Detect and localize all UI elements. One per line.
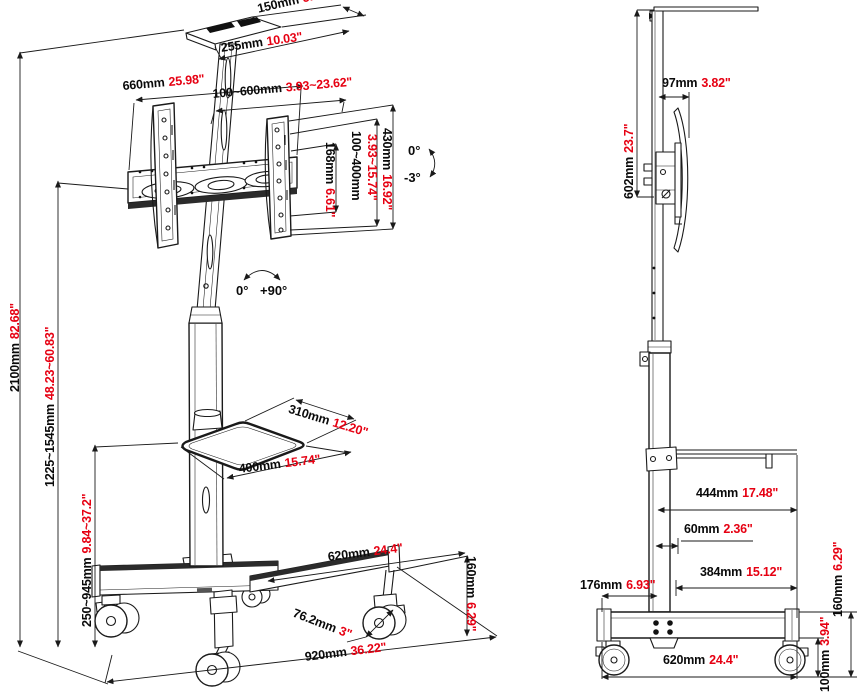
dim-vesa-height-range-inch: 3.93~15.74" [365,134,379,201]
right-vesa-bracket [264,115,292,240]
dim-base-total-height-side: 160mm 6.29" [831,542,845,617]
dim-mast-height: 602mm 23.7" [622,124,636,199]
dim-mm: 620mm [663,653,706,667]
dim-screen-center-height: 1225~1545mm 48.23~60.83" [43,327,57,487]
caster [94,594,140,638]
dim-inch: 24.4" [709,653,739,667]
left-vesa-bracket [150,102,179,249]
side-dimension-lines [601,9,857,680]
side-column [639,10,672,613]
cart-base [91,544,407,687]
caster [774,640,809,676]
dim-inch: 3.93~15.74" [365,134,379,201]
dim-inch: 48.23~60.83" [43,326,57,401]
dim-mm: 100mm [818,649,832,692]
brand-logo-mark [196,587,213,593]
dim-inch: 3.94" [818,616,832,646]
dim-inch: 17.48" [742,486,779,500]
dim-inch: 23.7" [622,123,636,153]
dim-mm: 100~400mm [349,131,363,201]
dim-mm: 602mm [622,156,636,199]
dim-base-height-front: 160mm 6.29" [464,556,478,631]
dim-bracket-inner-height: 168mm 6.61" [323,142,337,217]
dim-inch: 16.92" [380,174,394,211]
swivel-arrow [243,270,281,281]
dim-inch: 6.61" [323,188,337,218]
dim-mm: 160mm [831,574,845,617]
dim-inch: 9.84~37.2" [80,493,94,554]
dim-inch: 2.36" [723,522,753,536]
dim-mm: 160mm [464,556,478,599]
front-view-drawing [17,4,498,687]
dim-mm: 444mm [696,486,739,500]
dim-mm: 60mm [684,522,720,536]
dim-mm: 176mm [580,578,623,592]
swivel-angle-to: +90° [260,283,288,298]
dim-mm: 1225~1545mm [43,404,57,487]
dim-mm: 430mm [380,128,394,171]
side-mount-bracket [643,142,682,225]
dim-bracket-height: 430mm 16.92" [380,128,394,210]
caster [362,569,407,640]
dim-mm: 250~945mm [80,557,94,627]
swivel-angle-from: 0° [236,283,249,298]
dim-inch: 3.82" [701,76,731,90]
side-top-plate [649,6,759,22]
side-view-drawing [595,6,857,680]
front-dimension-lines [17,4,498,685]
tilt-angle-to: -3° [404,170,421,185]
dim-inch: 6.93" [626,578,656,592]
side-shelf [645,446,797,472]
dim-inch: 15.12" [746,565,783,579]
tilt-angle-from: 0° [408,143,421,158]
tilt-arrow [428,148,437,178]
dim-total-height: 2100mm 82.68" [8,303,22,392]
dim-mm: 97mm [662,76,698,90]
dim-mm: 384mm [700,565,743,579]
caster [595,640,630,676]
dim-inch: 6.29" [831,541,845,571]
side-base [595,608,809,676]
dim-vesa-height-range-mm: 100~400mm [349,131,363,200]
dim-mm: 168mm [323,142,337,185]
dim-inch: 6.29" [464,602,478,632]
dim-caster-height-side: 100mm 3.94" [818,617,832,692]
dim-inch: 82.68" [8,303,22,340]
column-collar [188,306,223,324]
dim-shelf-height-range: 250~945mm 9.84~37.2" [80,494,94,627]
dim-mm: 2100mm [8,343,22,392]
